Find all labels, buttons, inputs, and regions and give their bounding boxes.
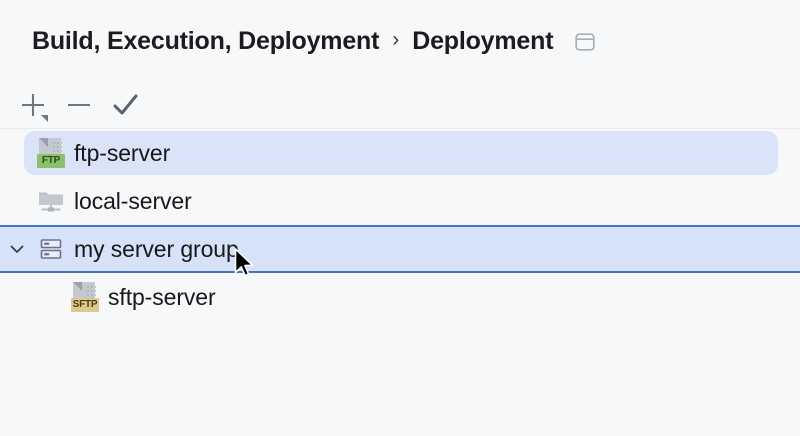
breadcrumb-item-deployment[interactable]: Deployment (412, 26, 554, 55)
tree-item-label: sftp-server (108, 283, 216, 310)
tree-item-label: ftp-server (74, 139, 171, 166)
minus-icon (68, 103, 90, 107)
breadcrumb-separator: › (392, 28, 400, 51)
chevron-down-icon[interactable] (0, 239, 34, 259)
settings-header: Build, Execution, Deployment › Deploymen… (0, 0, 800, 82)
set-default-button[interactable] (102, 85, 148, 125)
window-panel-icon[interactable] (575, 33, 595, 51)
tree-item-local-server[interactable]: local-server (0, 177, 800, 225)
breadcrumb-item-build-execution-deployment[interactable]: Build, Execution, Deployment (32, 26, 380, 55)
checkmark-icon (113, 94, 138, 115)
plus-icon (22, 94, 48, 122)
sftp-server-icon: SFTP (68, 282, 102, 312)
tree-item-ftp-server[interactable]: FTP ftp-server (0, 129, 800, 177)
deployment-server-tree[interactable]: FTP ftp-server local-server (0, 129, 800, 321)
dropdown-triangle-icon (41, 115, 48, 122)
tree-item-label: local-server (74, 187, 192, 214)
local-server-icon (34, 188, 68, 214)
remove-button[interactable] (56, 85, 102, 125)
add-button[interactable] (10, 85, 56, 125)
ftp-badge-label: FTP (37, 154, 65, 168)
toolbar-divider (0, 128, 800, 129)
tree-toolbar (0, 82, 800, 128)
server-group-icon (34, 237, 68, 261)
tree-item-label: my server group (74, 235, 239, 262)
tree-item-sftp-server[interactable]: SFTP sftp-server (0, 273, 800, 321)
row-selection-background (24, 131, 778, 175)
tree-item-my-server-group[interactable]: my server group (0, 225, 800, 273)
ftp-server-icon: FTP (34, 138, 68, 168)
sftp-badge-label: SFTP (71, 298, 99, 312)
